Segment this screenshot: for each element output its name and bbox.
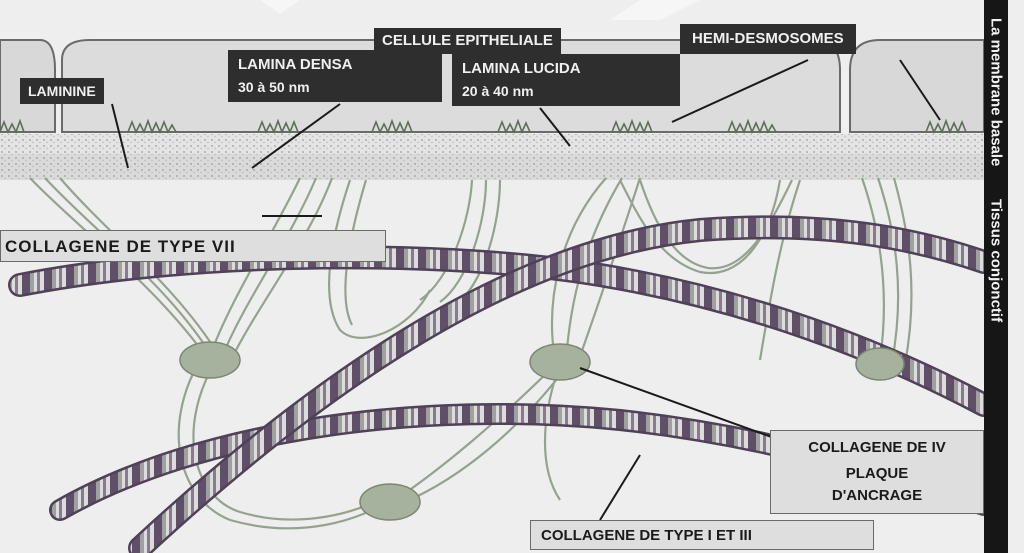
lamina-densa-title: LAMINA DENSA <box>238 56 353 73</box>
highlight-shapes <box>260 0 700 20</box>
label-cellule-epitheliale: CELLULE EPITHELIALE <box>374 28 561 54</box>
label-lamina-lucida: LAMINA LUCIDA 20 à 40 nm <box>452 54 680 106</box>
label-collagene-i-iii: COLLAGENE DE TYPE I ET III <box>530 520 874 550</box>
hemidesmosomes <box>0 118 967 135</box>
plaque-line1: PLAQUE <box>845 465 909 482</box>
side-label-tissus-conjonctif: Tissus conjonctif <box>987 199 1005 323</box>
lamina-densa-size: 30 à 50 nm <box>238 79 310 95</box>
side-label-membrane-basale: La membrane basale <box>987 17 1005 167</box>
collagene-iv-text: COLLAGENE DE IV <box>808 439 946 456</box>
label-lamina-densa: LAMINA DENSA 30 à 50 nm <box>228 50 442 102</box>
lamina-lucida-title: LAMINA LUCIDA <box>462 60 581 77</box>
plaque-line2: D'ANCRAGE <box>831 487 923 504</box>
basal-lamina-band <box>0 134 984 180</box>
anchoring-plaques <box>179 341 905 521</box>
label-hemi-desmosomes: HEMI-DESMOSOMES <box>680 24 856 54</box>
side-bar: La membrane basale Tissus conjonctif <box>984 0 1008 553</box>
pointer-lines <box>111 59 941 521</box>
label-collagene-iv-plaque: COLLAGENE DE IV PLAQUE D'ANCRAGE <box>770 430 984 514</box>
label-laminine: LAMININE <box>20 78 104 104</box>
lamina-lucida-size: 20 à 40 nm <box>462 83 534 99</box>
label-collagene-vii: COLLAGENE DE TYPE VII <box>0 230 386 262</box>
